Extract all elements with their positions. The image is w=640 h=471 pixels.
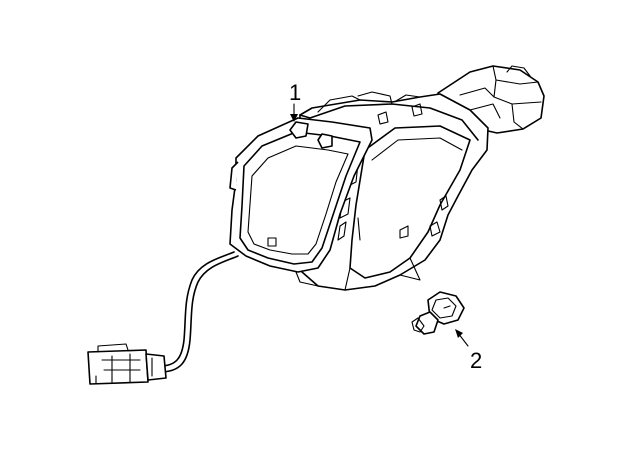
lamp-assembly[interactable] [87, 65, 545, 385]
callout-2-label: 2 [470, 348, 482, 373]
push-pin-fastener[interactable] [411, 291, 465, 335]
wire-connector [87, 343, 167, 385]
callout-2: 2 [455, 329, 482, 373]
wire-harness [159, 251, 235, 367]
lamp-lens-inner [349, 125, 471, 279]
callout-1-label: 1 [289, 80, 301, 105]
callout-1: 1 [289, 80, 301, 122]
lamp-bezel [229, 117, 373, 273]
